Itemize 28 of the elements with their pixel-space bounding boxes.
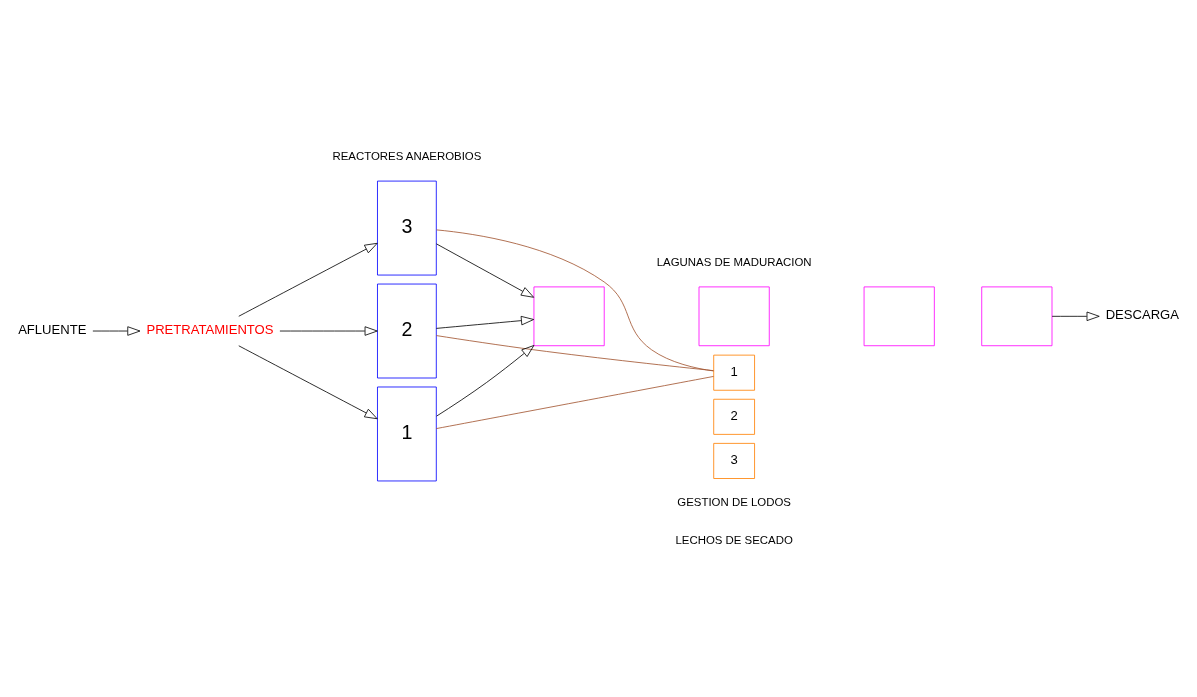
node-box: 3 (377, 180, 437, 275)
arrow (92, 325, 141, 336)
node-box: 2 (713, 398, 755, 435)
node-box: 3 (713, 442, 755, 479)
node-text: AFLUENTE (18, 321, 87, 337)
arrow (238, 344, 378, 419)
arrow (238, 242, 378, 317)
arrow (436, 344, 535, 416)
connector (436, 334, 714, 371)
connector (436, 229, 714, 371)
label: LECHOS DE SECADO (675, 533, 793, 546)
arrow (436, 315, 535, 329)
arrow (1051, 311, 1100, 321)
arrow (436, 242, 535, 298)
arrow (279, 325, 378, 336)
node-box: 2 (377, 283, 437, 378)
node-text: PRETRATAMIENTOS (146, 321, 274, 337)
node-box (863, 286, 935, 346)
label: GESTION DE LODOS (677, 495, 791, 508)
node-box (533, 286, 605, 346)
label: REACTORES ANAEROBIOS (332, 149, 482, 162)
connector (435, 375, 714, 429)
node-text: DESCARGA (1105, 306, 1179, 322)
node-box (981, 286, 1053, 346)
node-box: 1 (713, 354, 755, 391)
label: LAGUNAS DE MADURACION (656, 255, 812, 268)
node-box (698, 286, 770, 346)
node-box: 1 (377, 386, 437, 481)
